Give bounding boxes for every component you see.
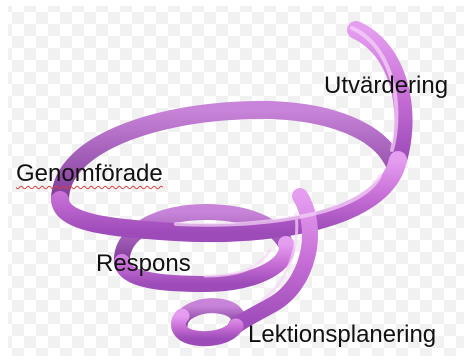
label-genomforade: Genomförade: [16, 162, 163, 186]
label-utvardering: Utvärdering: [324, 74, 448, 98]
label-respons: Respons: [96, 252, 191, 276]
label-lektionsplanering: Lektionsplanering: [248, 323, 436, 347]
